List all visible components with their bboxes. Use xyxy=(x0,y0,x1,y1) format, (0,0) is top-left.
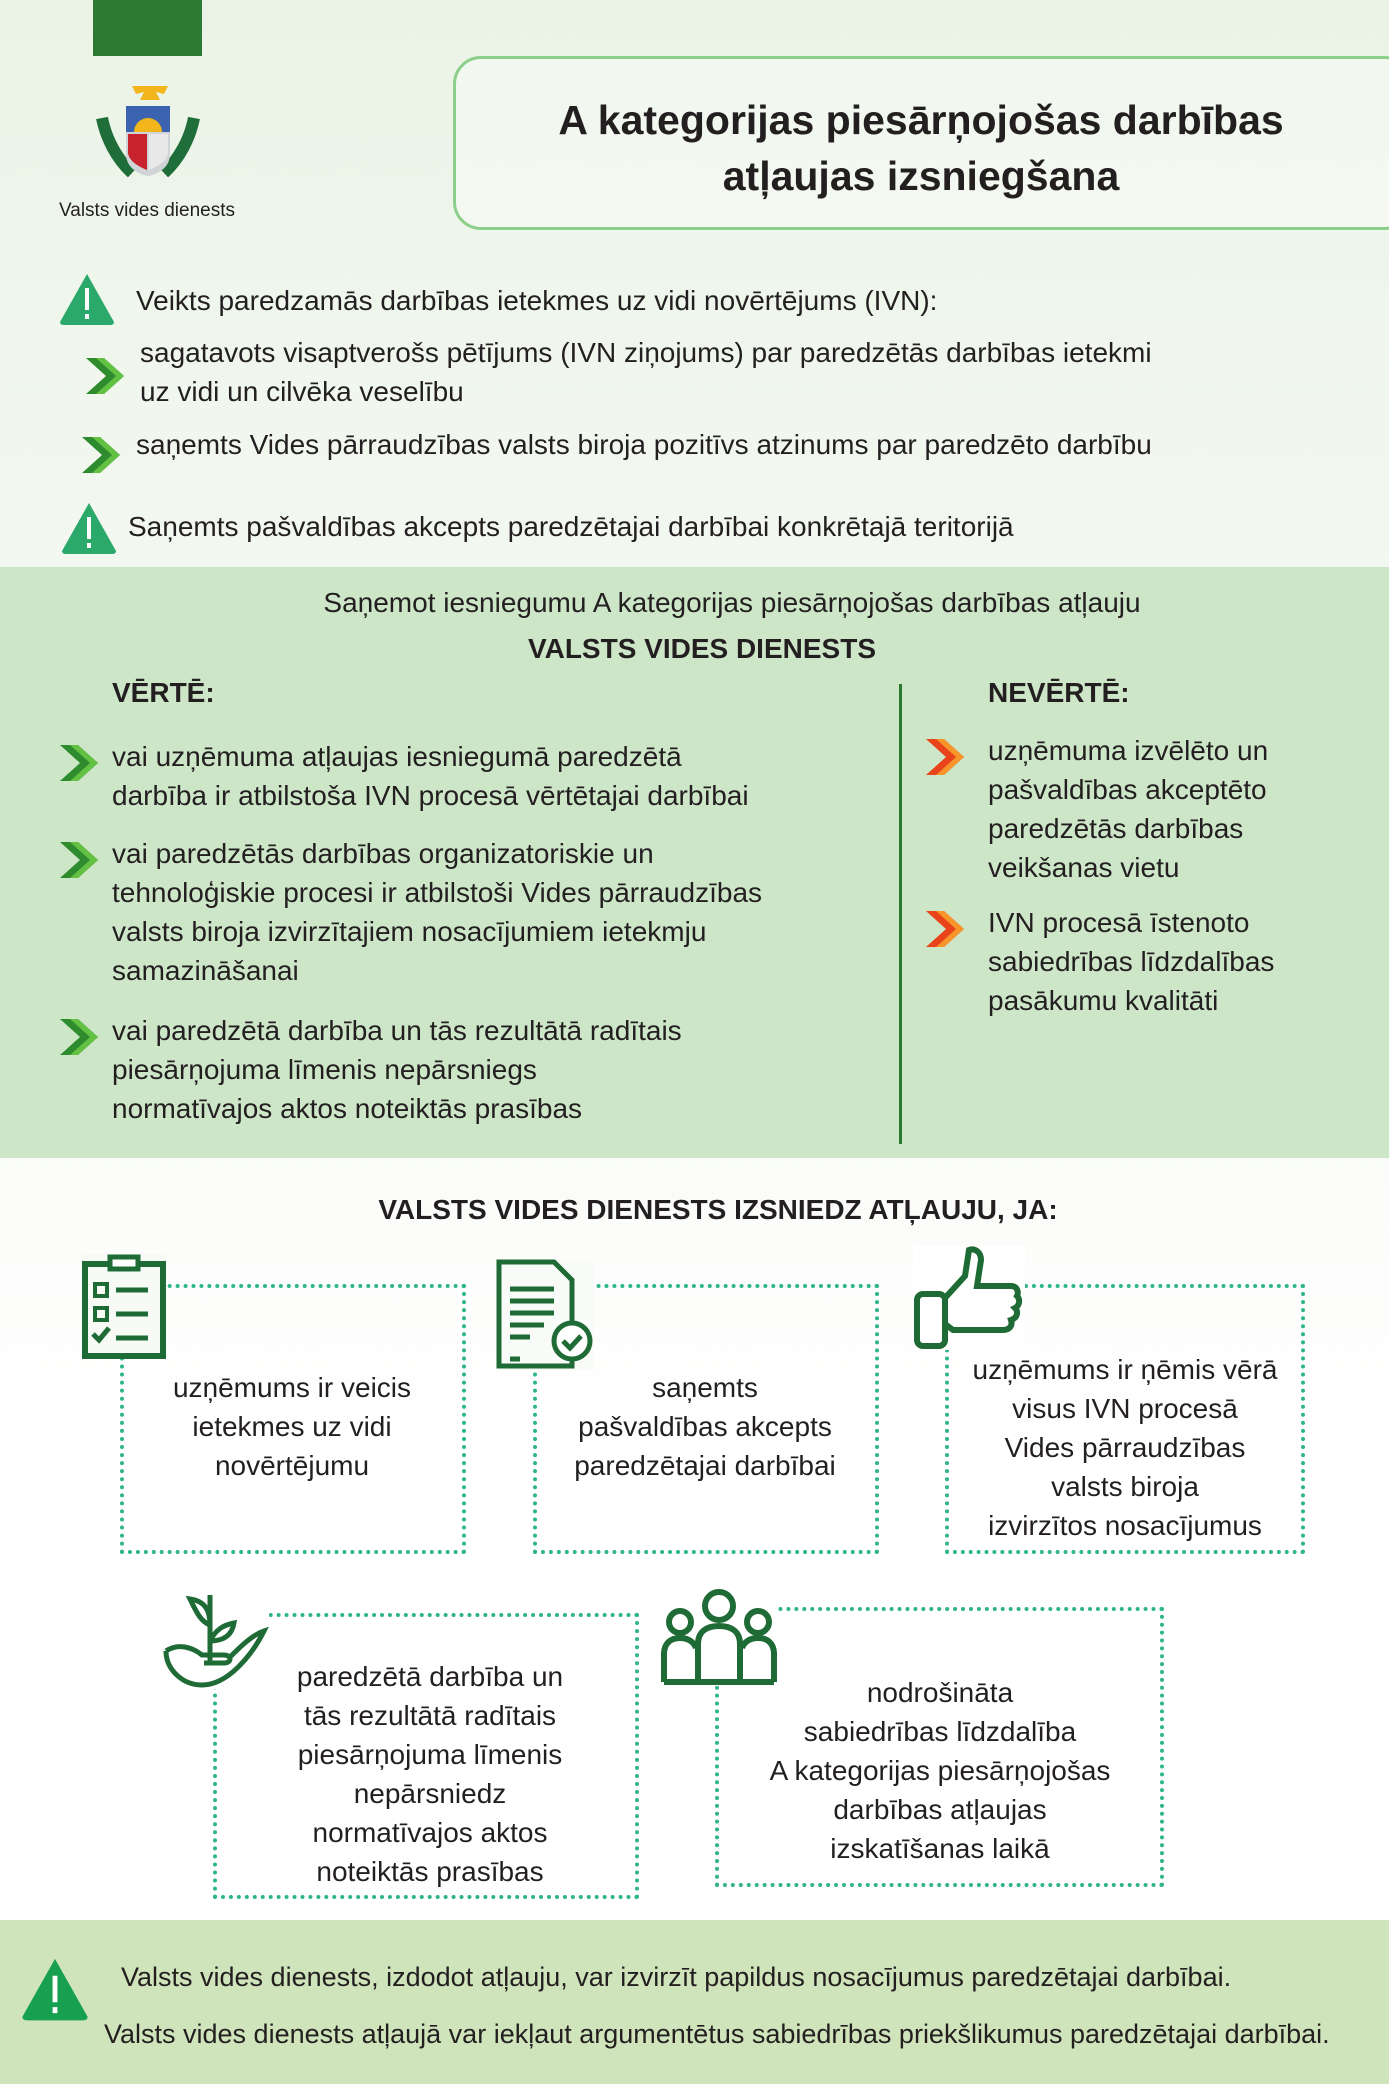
thumbs-up-icon xyxy=(913,1246,1025,1350)
chevron-right-icon xyxy=(58,743,100,783)
text-line: piesārņojuma līmenis xyxy=(297,1739,563,1770)
condition-card xyxy=(120,1284,466,1554)
text-line: nodrošināta xyxy=(866,1677,1014,1708)
text-line: uz vidi un cilvēka veselību xyxy=(140,376,464,407)
text-line: darbība ir atbilstoša IVN procesā vērtēt… xyxy=(112,780,749,811)
condition-card xyxy=(715,1607,1164,1887)
text-line: vai paredzētās darbības organizatoriskie… xyxy=(112,838,654,869)
evaluates-item: vai paredzētās darbības organizatoriskie… xyxy=(112,834,762,990)
text-line: saņemts xyxy=(652,1372,758,1403)
text-line: samazināšanai xyxy=(112,955,299,986)
title-line: A kategorijas piesārņojošas darbības xyxy=(558,97,1284,143)
text-line: normatīvajos aktos xyxy=(312,1817,548,1848)
text-line: Vides pārraudzības xyxy=(1004,1432,1246,1463)
condition-card xyxy=(533,1284,879,1554)
text-line: paredzētajai darbībai xyxy=(574,1450,836,1481)
evaluates-heading: VĒRTĒ: xyxy=(112,677,215,708)
text-line: paredzētās darbības xyxy=(988,813,1244,844)
text-line: pasākumu kvalitāti xyxy=(988,985,1219,1016)
text-line: izvirzītos nosacījumus xyxy=(988,1510,1262,1541)
prereq-item: Saņemts pašvaldības akcepts paredzētajai… xyxy=(128,511,1014,542)
text-line: visus IVN procesā xyxy=(1012,1393,1238,1424)
text-line: izskatīšanas laikā xyxy=(830,1833,1050,1864)
top-green-bar xyxy=(93,0,202,56)
condition-text: uzņēmums ir veicis ietekmes uz vidi novērt… xyxy=(142,1368,442,1485)
note-line: Valsts vides dienests atļaujā var iekļau… xyxy=(104,2019,1330,2049)
warning-icon xyxy=(20,1954,90,2024)
evaluation-section xyxy=(0,567,1389,1158)
condition-text: nodrošināta sabiedrības līdzdalība A kateg… xyxy=(730,1673,1150,1868)
document-check-icon xyxy=(496,1259,594,1370)
title-box xyxy=(453,56,1389,230)
text-line: vai uzņēmuma atļaujas iesniegumā paredzē… xyxy=(112,741,682,772)
chevron-right-icon xyxy=(58,1017,100,1057)
prereq-subitem: saņemts Vides pārraudzības valsts biroja… xyxy=(136,429,1152,460)
condition-card xyxy=(945,1284,1305,1554)
text-line: uzņēmuma izvēlēto un xyxy=(988,735,1269,766)
org-name: Valsts vides dienests xyxy=(58,200,235,221)
evaluation-intro: Saņemot iesniegumu A kategorijas piesārņ… xyxy=(323,587,1141,618)
text-line: noteiktās prasības xyxy=(316,1856,544,1887)
condition-card xyxy=(213,1613,639,1899)
text-line: ietekmes uz vidi xyxy=(192,1411,392,1442)
text-line: pašvaldības akcepts xyxy=(578,1411,832,1442)
text-line: novērtējumu xyxy=(214,1450,370,1481)
evaluates-item: vai paredzētā darbība un tās rezultātā r… xyxy=(112,1011,682,1128)
chevron-right-icon xyxy=(924,909,966,949)
text-line: uzņēmums ir ņēmis vērā xyxy=(972,1354,1278,1385)
text-line: sagatavots visaptverošs pētījums (IVN zi… xyxy=(140,337,1152,368)
text-line: piesārņojuma līmenis nepārsniegs xyxy=(112,1054,537,1085)
warning-icon xyxy=(58,272,116,326)
evaluates-item: vai uzņēmuma atļaujas iesniegumā paredzē… xyxy=(112,737,749,815)
plant-in-hand-icon xyxy=(162,1585,269,1689)
chevron-right-icon xyxy=(924,737,966,777)
authority-heading: VALSTS VIDES DIENESTS xyxy=(528,633,876,664)
text-line: A kategorijas piesārņojošas xyxy=(769,1755,1111,1786)
text-line: normatīvajos aktos noteiktās prasības xyxy=(112,1093,583,1124)
not-evaluates-item: IVN procesā īstenoto sabiedrības līdzdalī… xyxy=(988,903,1274,1020)
not-evaluates-heading: NEVĒRTĒ: xyxy=(988,677,1130,708)
text-line: tehnoloģiskie procesi ir atbilstoši Vide… xyxy=(112,877,763,908)
text-line: IVN procesā īstenoto xyxy=(988,907,1250,938)
text-line: sabiedrības līdzdalības xyxy=(988,946,1275,977)
text-line: paredzētā darbība un xyxy=(296,1661,564,1692)
prereq-subitem: sagatavots visaptverošs pētījums (IVN zi… xyxy=(140,333,1152,411)
text-line: darbības atļaujas xyxy=(833,1794,1047,1825)
chevron-right-icon xyxy=(80,435,122,475)
chevron-right-icon xyxy=(58,840,100,880)
text-line: valsts biroja xyxy=(1051,1471,1199,1502)
page-title: A kategorijas piesārņojošas darbības atļ… xyxy=(453,92,1389,204)
checklist-icon xyxy=(82,1254,166,1359)
people-group-icon xyxy=(660,1588,778,1686)
chevron-right-icon xyxy=(84,356,126,396)
text-line: pašvaldības akceptēto xyxy=(988,774,1267,805)
text-line: nepārsniedz xyxy=(353,1778,507,1809)
note-line: Valsts vides dienests, izdodot atļauju, … xyxy=(121,1962,1232,1992)
title-line: atļaujas izsniegšana xyxy=(722,153,1120,199)
text-line: uzņēmums ir veicis xyxy=(172,1372,412,1403)
coat-of-arms-logo xyxy=(92,78,204,188)
text-line: sabiedrības līdzdalība xyxy=(803,1716,1077,1747)
conditions-heading: VALSTS VIDES DIENESTS IZSNIEDZ ATĻAUJU, … xyxy=(378,1194,1058,1225)
prereq-item: Veikts paredzamās darbības ietekmes uz v… xyxy=(136,285,938,316)
not-evaluates-item: uzņēmuma izvēlēto un pašvaldības akceptēt… xyxy=(988,731,1268,887)
condition-text: paredzētā darbība un tās rezultātā radīta… xyxy=(265,1657,595,1891)
condition-text: saņemts pašvaldības akcepts paredzētajai d… xyxy=(555,1368,855,1485)
warning-icon xyxy=(60,501,118,555)
text-line: tās rezultātā radītais xyxy=(303,1700,557,1731)
text-line: valsts biroja izvirzītajiem nosacījumiem… xyxy=(112,916,707,947)
column-divider xyxy=(899,684,902,1144)
text-line: veikšanas vietu xyxy=(988,852,1180,883)
text-line: vai paredzētā darbība un tās rezultātā r… xyxy=(112,1015,682,1046)
notes-section xyxy=(0,1920,1389,2084)
